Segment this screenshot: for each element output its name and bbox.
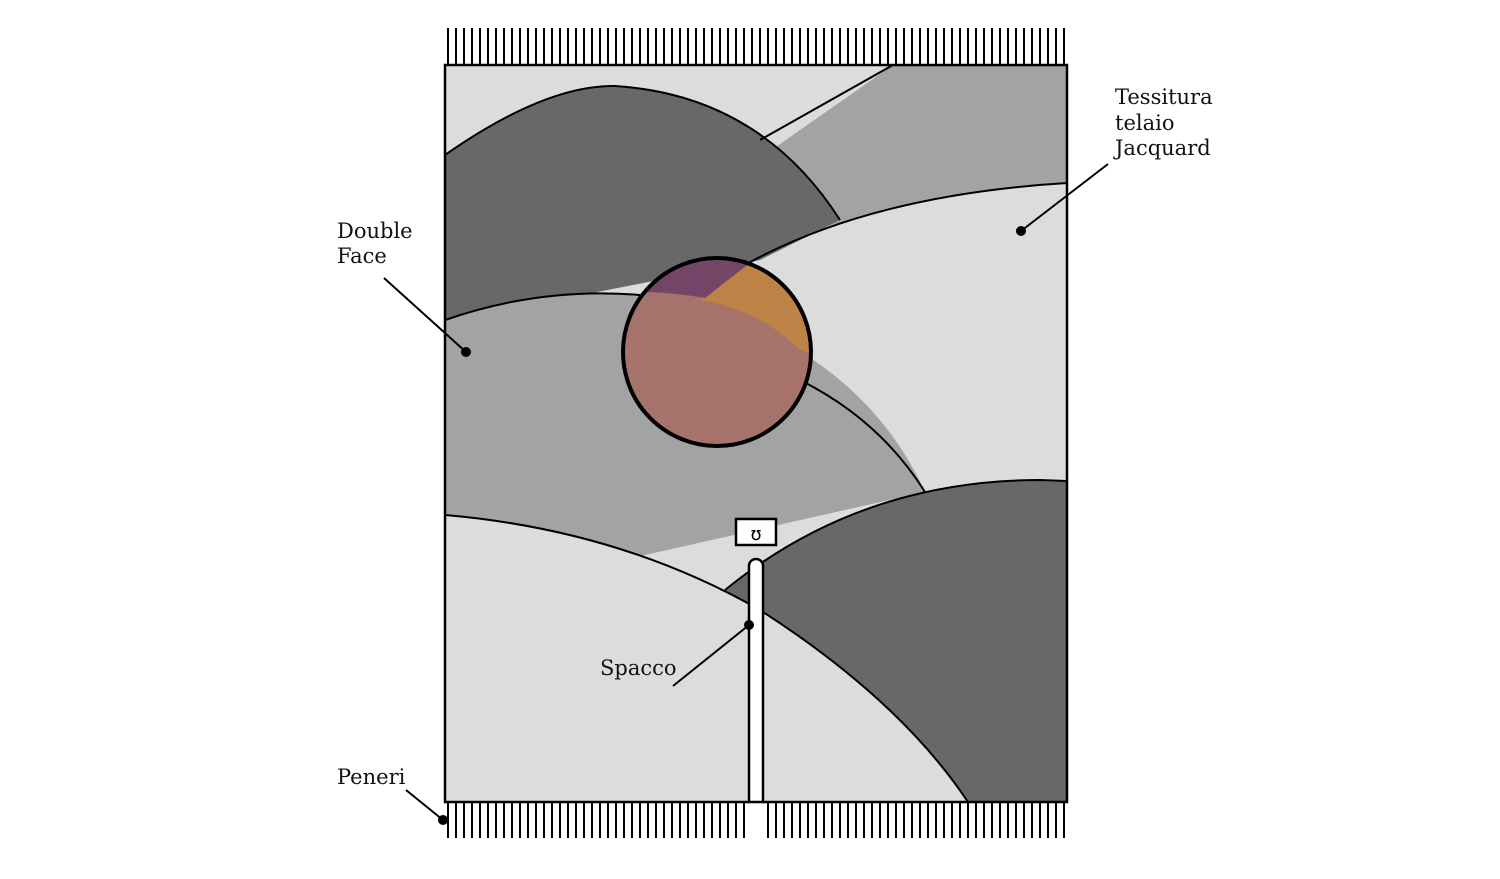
arc-outline-6	[724, 478, 1067, 591]
label-double-face-line1: Double	[337, 219, 413, 243]
label-jacquard-line1: Tessitura	[1115, 85, 1213, 109]
label-jacquard-line3: Jacquard	[1113, 136, 1211, 160]
callout-peneri: Peneri	[337, 765, 448, 825]
label-tag-icon: ʊ	[734, 517, 778, 547]
bottom-fringe-left	[445, 802, 747, 838]
svg-text:Tessitura: Tessitura	[1115, 85, 1213, 109]
svg-text:Jacquard: Jacquard	[1113, 136, 1211, 160]
svg-text:Spacco: Spacco	[600, 656, 677, 680]
label-double-face-line2: Face	[337, 244, 387, 268]
split-slit	[747, 557, 765, 804]
arc-outline-4	[744, 182, 1067, 266]
callout-spacco: Spacco	[600, 620, 754, 687]
arc-outline-5	[445, 84, 841, 221]
arc-outline-3	[799, 379, 926, 493]
bottom-fringe-right	[765, 802, 1067, 838]
svg-text:Peneri: Peneri	[337, 765, 406, 789]
bottom-right-dark-arc	[725, 480, 1067, 802]
tag-symbol: ʊ	[750, 524, 761, 545]
svg-text:Double: Double	[337, 219, 413, 243]
top-fringe	[445, 28, 1067, 65]
svg-text:telaio: telaio	[1115, 111, 1174, 135]
label-jacquard-line2: telaio	[1115, 111, 1174, 135]
label-spacco: Spacco	[600, 656, 677, 680]
svg-text:Face: Face	[337, 244, 387, 268]
callout-double-face: Double Face	[337, 219, 471, 357]
label-peneri: Peneri	[337, 765, 406, 789]
top-diagonal-line	[759, 65, 894, 141]
rug-border	[443, 63, 1069, 804]
callout-jacquard: Tessitura telaio Jacquard	[1016, 85, 1213, 236]
